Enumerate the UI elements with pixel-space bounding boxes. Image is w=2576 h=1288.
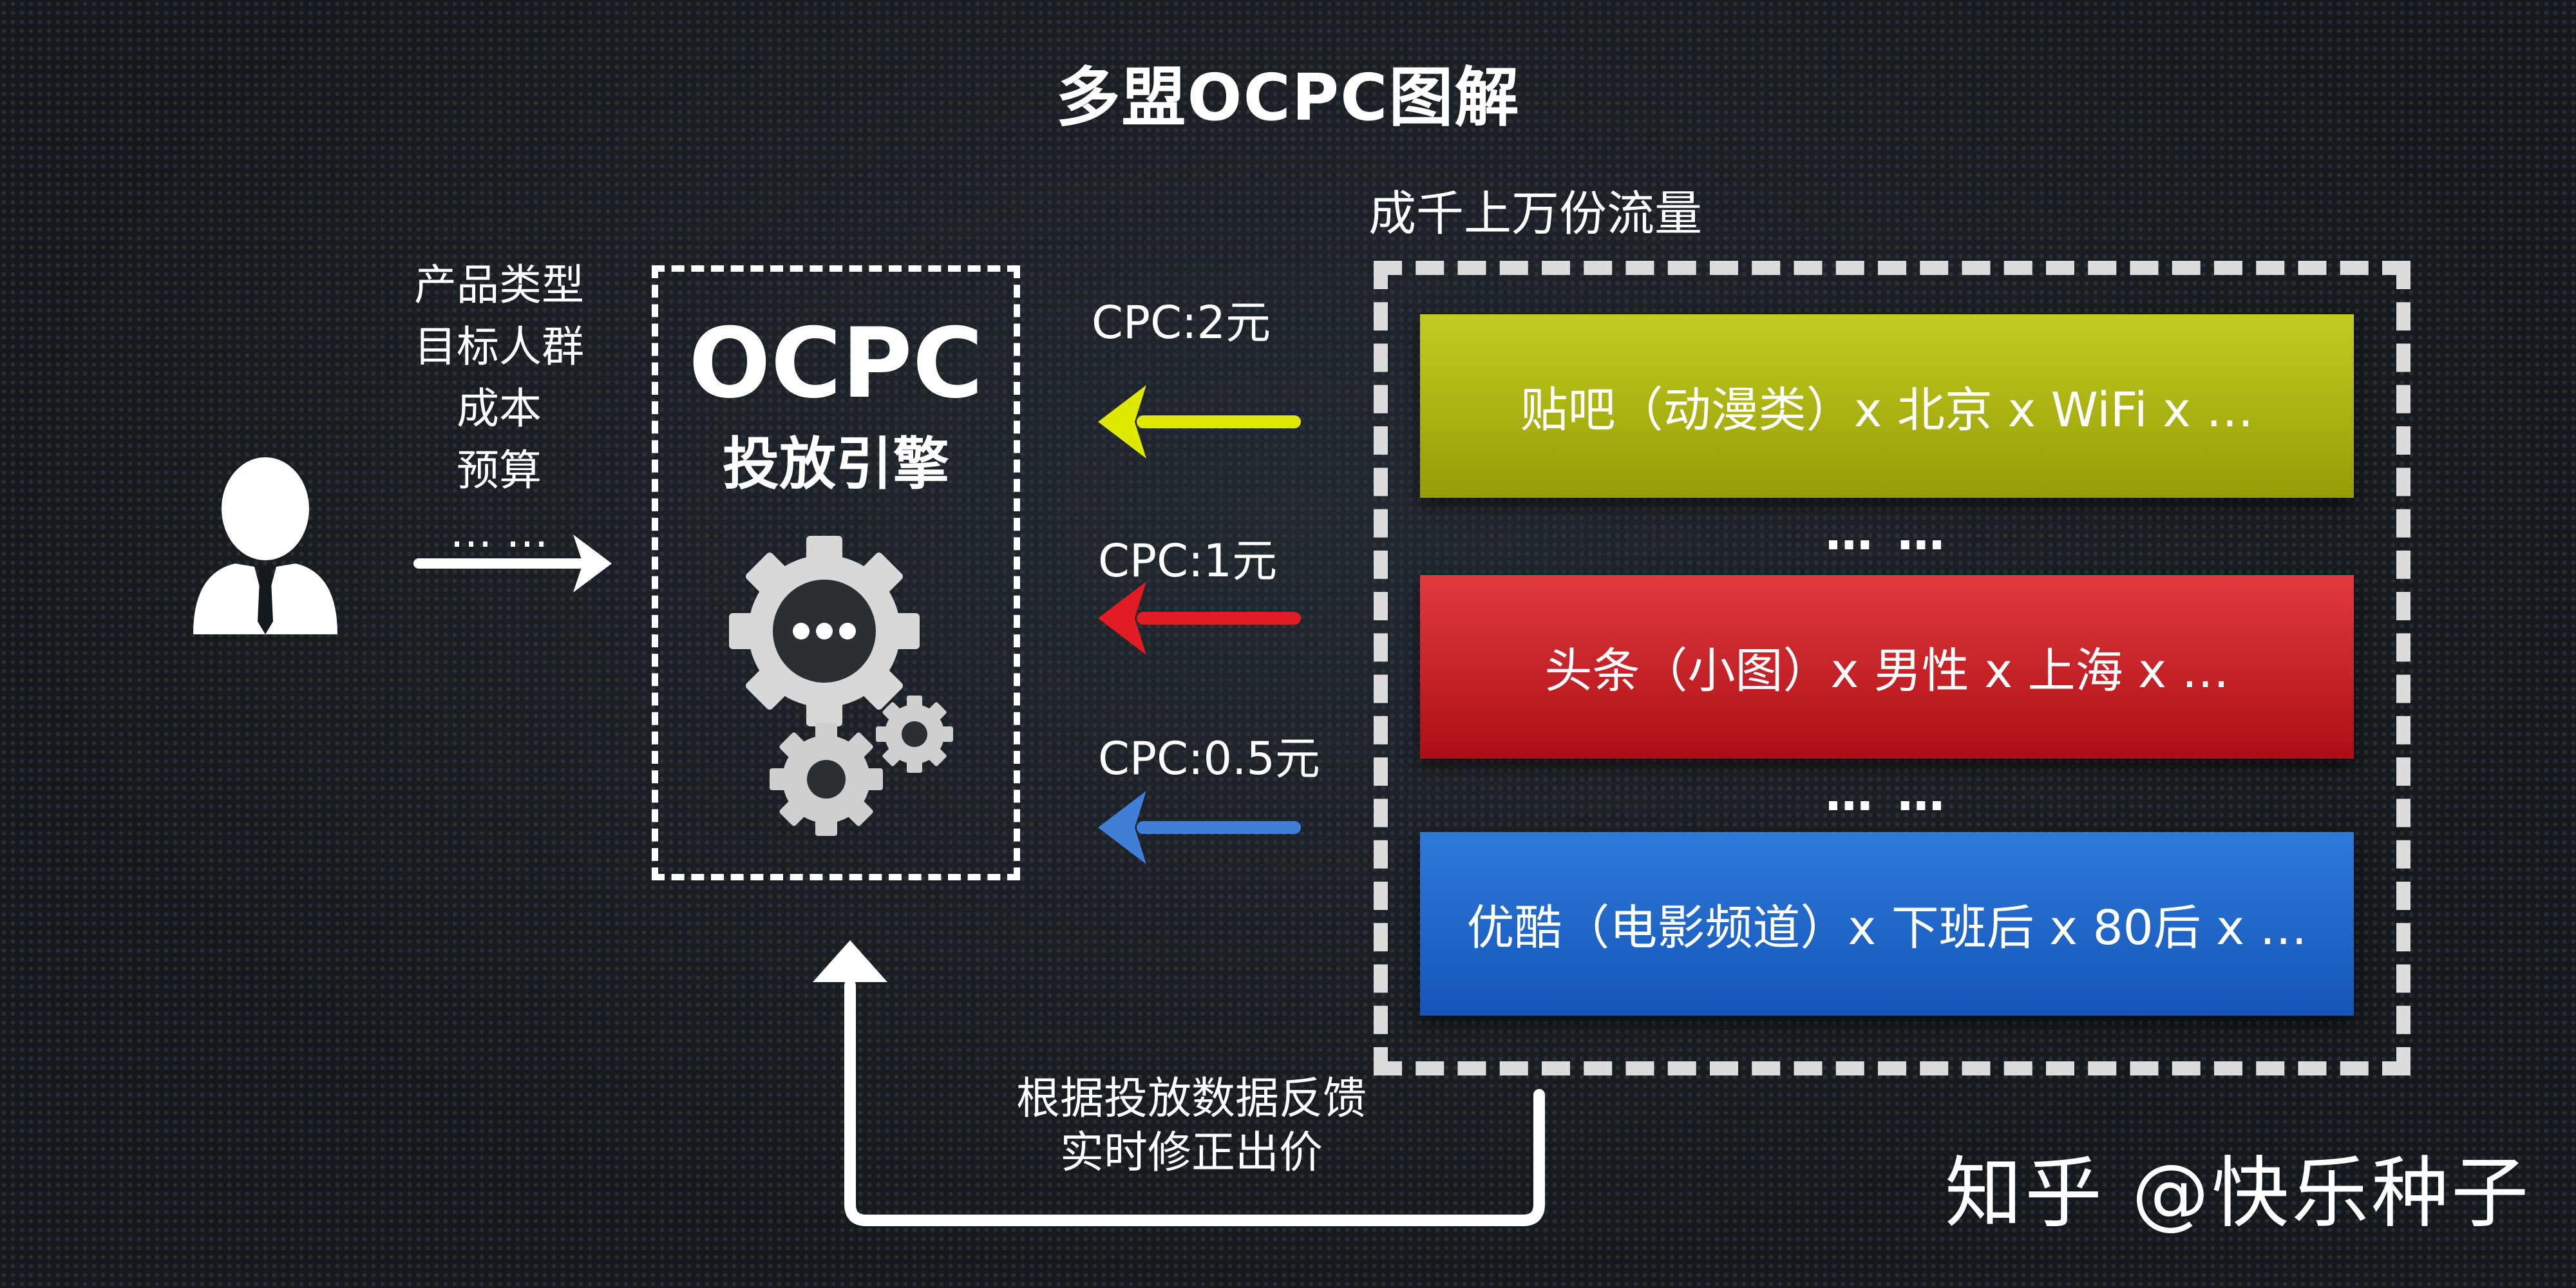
feedback-text: 根据投放数据反馈 实时修正出价 <box>914 1072 1468 1180</box>
channel-separator: … … <box>1825 766 1949 822</box>
input-arrow <box>413 535 612 592</box>
param-target-audience: 目标人群 <box>414 322 584 372</box>
param-budget: 预算 <box>457 446 542 495</box>
cpc-arrow-blue <box>1098 791 1301 864</box>
gear-large-icon <box>729 536 920 726</box>
watermark: 知乎 @快乐种子 <box>1945 1149 2532 1238</box>
gear-tiny-icon <box>876 696 953 773</box>
channel-toutiao-text: 头条（小图）x 男性 x 上海 x … <box>1544 643 2230 699</box>
channel-separator: … … <box>1825 506 1949 561</box>
gear-small-icon <box>770 723 883 836</box>
cpc-label-red: CPC:1元 <box>1098 535 1278 587</box>
cpc-arrow-red <box>1098 582 1301 655</box>
channel-youku: 优酷（电影频道）x 下班后 x 80后 x … <box>1420 832 2354 1016</box>
engine-subtitle: 投放引擎 <box>722 431 949 497</box>
channel-toutiao: 头条（小图）x 男性 x 上海 x … <box>1420 575 2354 759</box>
feedback-line-2: 实时修正出价 <box>1059 1128 1323 1179</box>
cpc-label-blue: CPC:0.5元 <box>1098 732 1320 785</box>
feedback-loop-arrow <box>813 940 1545 1226</box>
feedback-line-1: 根据投放数据反馈 <box>1016 1074 1367 1124</box>
cpc-arrow-yellow <box>1098 385 1301 459</box>
param-product-type: 产品类型 <box>414 260 584 310</box>
diagram-title: 多盟OCPC图解 <box>1056 60 1520 135</box>
engine-title: OCPC <box>688 308 983 420</box>
channel-youku-text: 优酷（电影频道）x 下班后 x 80后 x … <box>1466 900 2307 956</box>
user-avatar-icon <box>193 457 337 634</box>
traffic-box <box>1374 261 2410 1075</box>
engine-box <box>652 265 1020 880</box>
channel-tieba-text: 贴吧（动漫类）x 北京 x WiFi x … <box>1520 383 2254 438</box>
param-cost: 成本 <box>457 384 542 433</box>
input-parameters: 产品类型 目标人群 成本 预算 … … <box>361 254 638 564</box>
channel-tieba: 贴吧（动漫类）x 北京 x WiFi x … <box>1420 314 2354 498</box>
cpc-label-yellow: CPC:2元 <box>1092 296 1271 349</box>
traffic-label: 成千上万份流量 <box>1368 186 1702 242</box>
param-ellipsis: … … <box>450 507 549 557</box>
